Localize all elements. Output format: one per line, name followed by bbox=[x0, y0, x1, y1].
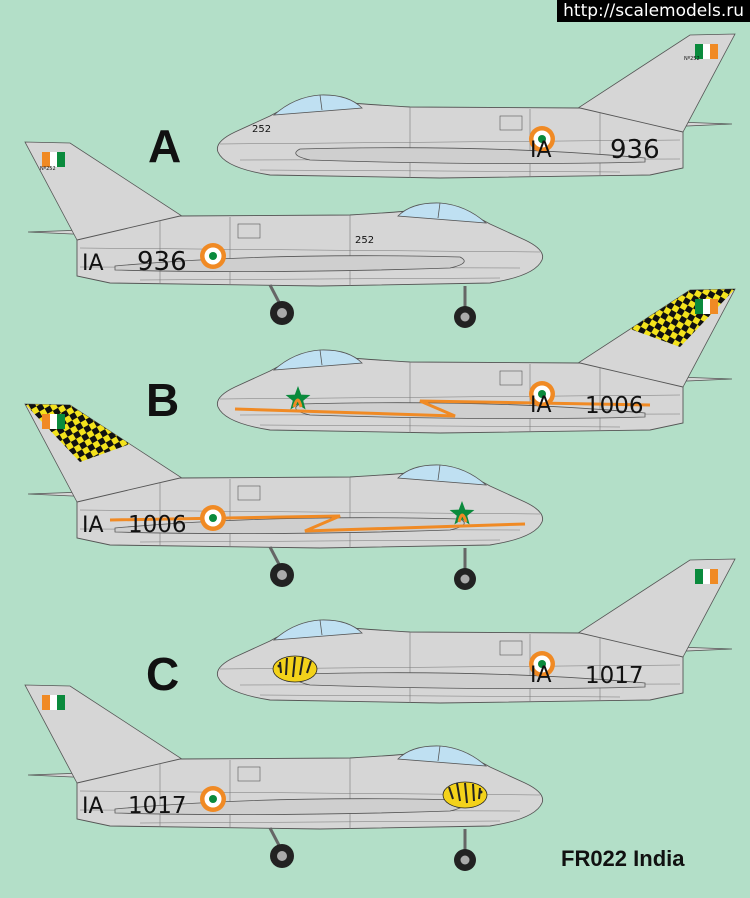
main-wheel-hub bbox=[277, 851, 287, 861]
aircraft-code: IA bbox=[82, 513, 104, 538]
fin-flag-white bbox=[50, 152, 57, 167]
tiger-eye bbox=[479, 790, 483, 794]
fin-flag-saffron bbox=[42, 414, 50, 429]
roundel-green bbox=[538, 660, 546, 668]
fin-flag-green bbox=[695, 569, 703, 584]
nose-wheel-hub bbox=[460, 855, 470, 865]
fin-flag-green bbox=[695, 44, 703, 59]
tiger-eye bbox=[277, 664, 281, 668]
roundel-green bbox=[209, 252, 217, 260]
fin-flag-green bbox=[57, 152, 65, 167]
aircraft-serial: 1017 bbox=[585, 663, 644, 689]
fin-flag-saffron bbox=[710, 299, 718, 314]
aircraft-code: IA bbox=[82, 251, 104, 276]
tiger-head-emblem bbox=[442, 781, 488, 809]
tiger-stripes bbox=[448, 782, 481, 804]
fin-flag-white bbox=[703, 569, 710, 584]
fuselage-number: 252 bbox=[252, 124, 271, 135]
ventral-line bbox=[139, 277, 501, 281]
tail-number: Nº252 bbox=[684, 56, 700, 62]
tail-number: Nº252 bbox=[40, 166, 56, 172]
stencil-panel bbox=[237, 223, 261, 239]
fin-flag-saffron bbox=[710, 44, 718, 59]
nose-wheel-hub bbox=[460, 312, 470, 322]
tiger-head-emblem bbox=[272, 655, 318, 683]
aircraft-code: IA bbox=[530, 663, 552, 688]
aircraft-serial: 1006 bbox=[128, 512, 187, 538]
aircraft-a-right-view bbox=[24, 141, 544, 328]
aircraft-code: IA bbox=[530, 138, 552, 163]
scheme-label: A bbox=[148, 120, 181, 172]
stencil-panel bbox=[499, 640, 523, 656]
fin-flag-green bbox=[695, 299, 703, 314]
scheme-label: C bbox=[146, 648, 179, 700]
canopy-frame bbox=[319, 619, 323, 636]
roundel-green bbox=[209, 795, 217, 803]
panel-lines bbox=[159, 758, 351, 829]
canopy-frame bbox=[437, 202, 441, 219]
aircraft-serial: 936 bbox=[610, 135, 660, 165]
scheme-label: B bbox=[146, 374, 179, 426]
canopy-frame bbox=[319, 94, 323, 111]
aircraft-code: IA bbox=[530, 393, 552, 418]
stencil-panel bbox=[237, 766, 261, 782]
star-tiger-figure bbox=[292, 398, 303, 408]
stencil-panel bbox=[499, 370, 523, 386]
wing bbox=[114, 255, 465, 272]
fin-flag-green bbox=[57, 414, 65, 429]
canopy-frame bbox=[319, 349, 323, 366]
aircraft-c-right-view bbox=[24, 684, 544, 871]
roundel-green bbox=[209, 514, 217, 522]
green-star-emblem bbox=[449, 501, 475, 525]
canopy bbox=[272, 619, 363, 641]
canopy bbox=[397, 202, 488, 224]
ventral-line bbox=[259, 694, 621, 698]
fin-flag-saffron bbox=[42, 152, 50, 167]
fuselage-number: 252 bbox=[355, 235, 374, 246]
panel-lines bbox=[159, 215, 351, 286]
canopy-frame bbox=[437, 464, 441, 481]
canopy bbox=[397, 745, 488, 767]
ventral-line bbox=[139, 820, 501, 824]
canopy-frame bbox=[437, 745, 441, 762]
canopy bbox=[272, 349, 363, 371]
panel-lines bbox=[159, 477, 351, 548]
fin-flag-saffron bbox=[42, 695, 50, 710]
roundel-green bbox=[538, 390, 546, 398]
fin-flag-white bbox=[50, 414, 57, 429]
aircraft-code: IA bbox=[82, 794, 104, 819]
stencil-panel bbox=[237, 485, 261, 501]
aircraft-a-left-view bbox=[216, 33, 736, 179]
tiger-stripes bbox=[279, 656, 312, 678]
fin-flag-saffron bbox=[710, 569, 718, 584]
aircraft-serial: 1017 bbox=[128, 793, 187, 819]
fin-flag-white bbox=[703, 299, 710, 314]
tiger-body bbox=[442, 781, 488, 809]
watermark-url: http://scalemodels.ru bbox=[557, 0, 750, 22]
fin-flag-white bbox=[703, 44, 710, 59]
ventral-line bbox=[259, 424, 621, 428]
star-tiger-figure bbox=[457, 513, 468, 523]
green-star-emblem bbox=[285, 386, 311, 410]
aircraft-b-left-view bbox=[216, 288, 736, 434]
aircraft-b-right-view bbox=[24, 403, 544, 590]
tiger-body bbox=[272, 655, 318, 683]
nose-wheel-hub bbox=[460, 574, 470, 584]
ventral-line bbox=[139, 539, 501, 543]
aircraft-serial: 1006 bbox=[585, 393, 644, 419]
aircraft-serial: 936 bbox=[137, 247, 187, 277]
wing bbox=[295, 147, 646, 164]
main-wheel-hub bbox=[277, 570, 287, 580]
canopy bbox=[397, 464, 488, 486]
fin-flag-white bbox=[50, 695, 57, 710]
aircraft-c-left-view bbox=[216, 558, 736, 704]
main-wheel-hub bbox=[277, 308, 287, 318]
fin-flag-green bbox=[57, 695, 65, 710]
roundel-green bbox=[538, 135, 546, 143]
canopy bbox=[272, 94, 363, 116]
sheet-caption: FR022 India bbox=[561, 846, 685, 871]
stencil-panel bbox=[499, 115, 523, 131]
ventral-line bbox=[259, 169, 621, 173]
